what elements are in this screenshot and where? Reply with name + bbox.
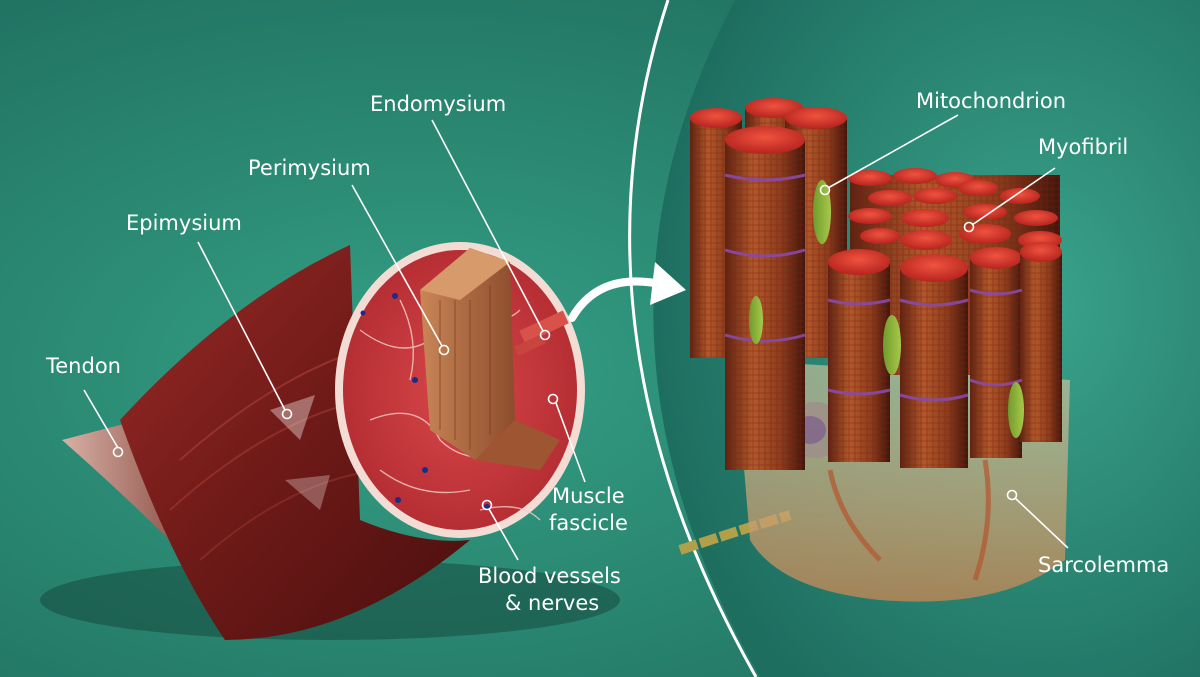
label-mitochondrion: Mitochondrion	[916, 89, 1066, 113]
label-endomysium: Endomysium	[370, 92, 506, 116]
label-muscle-fascicle-line2: fascicle	[549, 511, 628, 535]
label-muscle-fascicle-line1: Muscle	[552, 484, 625, 508]
leader-lines	[83, 114, 1069, 561]
muscle-fiber-illustration	[678, 98, 1070, 602]
muscle-belly	[120, 245, 470, 640]
zoom-arrow-head	[650, 262, 686, 305]
mitochondrion-shape	[813, 180, 831, 244]
label-blood-vessels-line1: Blood vessels	[478, 564, 621, 588]
label-tendon: Tendon	[45, 354, 121, 378]
z-disc-bands	[724, 173, 1023, 402]
label-sarcolemma: Sarcolemma	[1038, 553, 1169, 577]
divider-curve	[628, 0, 758, 677]
label-blood-vessels-line2: & nerves	[505, 591, 599, 615]
label-myofibril: Myofibril	[1038, 135, 1128, 159]
tendon-shape	[62, 420, 190, 560]
label-perimysium: Perimysium	[248, 156, 371, 180]
whole-muscle-illustration	[40, 242, 620, 640]
label-epimysium: Epimysium	[126, 211, 242, 235]
zoom-arrow	[568, 277, 669, 322]
fascicle-extrusion	[420, 248, 560, 470]
